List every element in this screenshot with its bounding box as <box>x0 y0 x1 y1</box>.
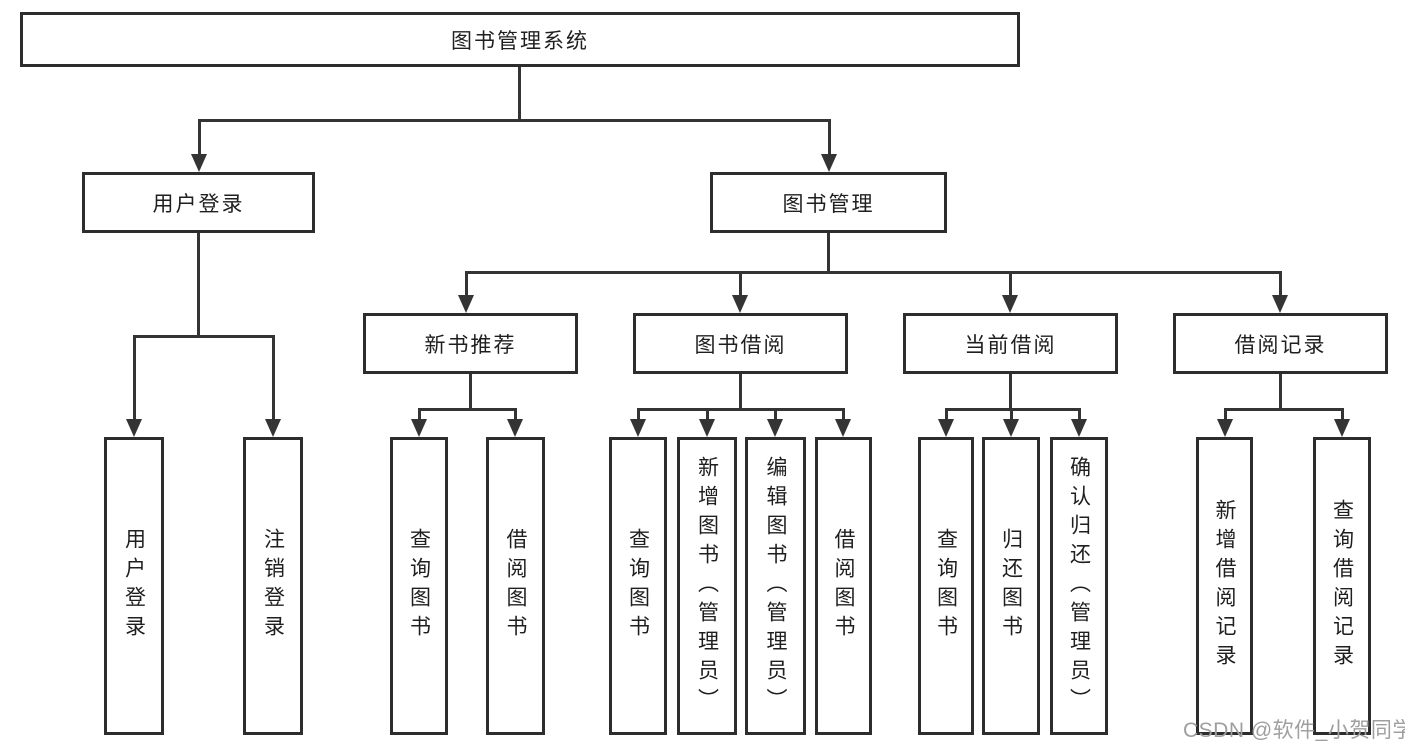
leaf-return-books: 归还图书 <box>982 437 1040 735</box>
node-current-borrow: 当前借阅 <box>903 313 1118 374</box>
node-borrow-record-label: 借阅记录 <box>1234 333 1327 357</box>
node-current-borrow-label: 当前借阅 <box>964 333 1057 357</box>
connector-line-horizontal <box>637 408 845 411</box>
connector-arrow-shaft <box>739 271 742 301</box>
arrowhead-down-icon <box>732 295 748 313</box>
arrowhead-down-icon <box>507 419 523 437</box>
leaf-query-books-recommend: 查询图书 <box>390 437 448 735</box>
arrowhead-down-icon <box>835 419 851 437</box>
connector-arrow-shaft <box>637 408 640 425</box>
arrowhead-down-icon <box>699 419 715 437</box>
leaf-edit-books-admin-label: 编辑图书（管理员） <box>764 455 787 717</box>
leaf-add-books-admin: 新增图书（管理员） <box>677 437 737 735</box>
node-new-book-recommend: 新书推荐 <box>363 313 578 374</box>
leaf-query-books-current-label: 查询图书 <box>934 528 958 644</box>
node-user-login: 用户登录 <box>82 172 315 233</box>
node-book-management-label: 图书管理 <box>782 192 875 216</box>
leaf-query-borrow-record: 查询借阅记录 <box>1313 437 1371 735</box>
leaf-return-books-label: 归还图书 <box>999 528 1023 644</box>
leaf-borrow-books-recommend: 借阅图书 <box>486 437 545 735</box>
arrowhead-down-icon <box>458 295 474 313</box>
connector-line-vertical <box>518 66 521 122</box>
arrowhead-down-icon <box>1217 419 1233 437</box>
connector-arrow-shaft <box>828 119 831 160</box>
node-book-borrow: 图书借阅 <box>633 313 848 374</box>
leaf-confirm-return-admin-label: 确认归还（管理员） <box>1067 455 1091 717</box>
connector-arrow-shaft <box>465 271 468 301</box>
csdn-watermark: CSDN @软件_小贺同学 <box>1183 719 1405 742</box>
connector-arrow-shaft <box>945 408 948 425</box>
arrowhead-down-icon <box>1272 295 1288 313</box>
connector-line-horizontal <box>133 335 274 338</box>
arrowhead-down-icon <box>1334 419 1350 437</box>
connector-line-vertical <box>197 233 200 337</box>
node-user-login-label: 用户登录 <box>152 192 245 216</box>
arrowhead-down-icon <box>1002 295 1018 313</box>
leaf-add-books-admin-label: 新增图书（管理员） <box>695 455 719 717</box>
leaf-query-books-current: 查询图书 <box>918 437 974 735</box>
leaf-confirm-return-admin: 确认归还（管理员） <box>1050 437 1108 735</box>
leaf-borrow-books-recommend-label: 借阅图书 <box>504 528 527 644</box>
connector-line-vertical <box>469 374 472 410</box>
leaf-add-borrow-record: 新增借阅记录 <box>1196 437 1253 735</box>
arrowhead-down-icon <box>265 419 281 437</box>
node-root: 图书管理系统 <box>20 12 1020 67</box>
connector-line-horizontal <box>465 271 1281 274</box>
connector-line-horizontal <box>1224 408 1343 411</box>
leaf-logout: 注销登录 <box>243 437 303 735</box>
arrowhead-down-icon <box>1003 419 1019 437</box>
arrowhead-down-icon <box>938 419 954 437</box>
leaf-logout-label: 注销登录 <box>261 528 285 644</box>
leaf-add-borrow-record-label: 新增借阅记录 <box>1213 499 1236 673</box>
connector-line-vertical <box>1279 374 1282 410</box>
arrowhead-down-icon <box>821 154 837 172</box>
arrowhead-down-icon <box>767 419 783 437</box>
leaf-query-books-borrow: 查询图书 <box>609 437 667 735</box>
connector-arrow-shaft <box>842 408 845 425</box>
arrowhead-down-icon <box>1071 419 1087 437</box>
leaf-query-books-recommend-label: 查询图书 <box>407 528 431 644</box>
connector-arrow-shaft <box>1279 271 1282 301</box>
connector-line-vertical <box>739 374 742 410</box>
arrowhead-down-icon <box>630 419 646 437</box>
node-root-label: 图书管理系统 <box>451 29 589 53</box>
connector-arrow-shaft <box>1009 271 1012 301</box>
connector-arrow-shaft <box>133 335 136 425</box>
leaf-query-borrow-record-label: 查询借阅记录 <box>1330 499 1354 673</box>
node-new-book-recommend-label: 新书推荐 <box>424 333 517 357</box>
connector-line-vertical <box>827 233 830 273</box>
leaf-edit-books-admin: 编辑图书（管理员） <box>745 437 806 735</box>
leaf-user-login-label: 用户登录 <box>122 528 146 644</box>
connector-arrow-shaft <box>1341 408 1344 425</box>
connector-arrow-shaft <box>706 408 709 425</box>
arrowhead-down-icon <box>411 419 427 437</box>
connector-arrow-shaft <box>1010 408 1013 425</box>
leaf-user-login: 用户登录 <box>104 437 164 735</box>
connector-arrow-shaft <box>418 408 421 425</box>
connector-line-horizontal <box>198 119 831 122</box>
connector-arrow-shaft <box>272 335 275 425</box>
node-book-management: 图书管理 <box>710 172 947 233</box>
leaf-borrow-books-label: 借阅图书 <box>832 528 855 644</box>
arrowhead-down-icon <box>191 154 207 172</box>
connector-arrow-shaft <box>1078 408 1081 425</box>
connector-line-vertical <box>1009 374 1012 410</box>
leaf-query-books-borrow-label: 查询图书 <box>626 528 650 644</box>
node-book-borrow-label: 图书借阅 <box>694 333 787 357</box>
connector-line-horizontal <box>945 408 1081 411</box>
connector-arrow-shaft <box>1224 408 1227 425</box>
connector-arrow-shaft <box>198 119 201 160</box>
connector-arrow-shaft <box>514 408 517 425</box>
connector-arrow-shaft <box>774 408 777 425</box>
node-borrow-record: 借阅记录 <box>1173 313 1388 374</box>
arrowhead-down-icon <box>126 419 142 437</box>
connector-line-horizontal <box>418 408 517 411</box>
leaf-borrow-books: 借阅图书 <box>815 437 872 735</box>
